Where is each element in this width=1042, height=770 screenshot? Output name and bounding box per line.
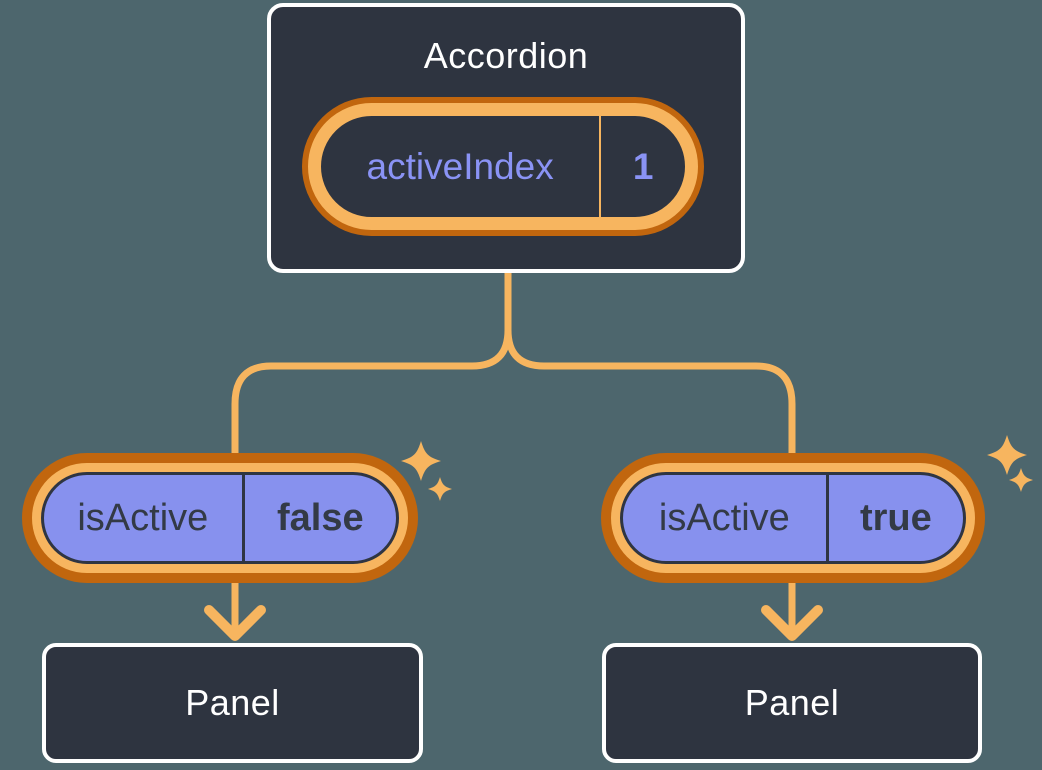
state-pill: activeIndex 1	[308, 103, 698, 230]
panel-box-left: Panel	[42, 643, 423, 763]
panel-title: Panel	[185, 682, 280, 723]
panel-title: Panel	[744, 682, 840, 723]
prop-pill-right: isActive true	[620, 472, 966, 564]
prop-pill-left: isActive false	[41, 472, 399, 564]
state-pill-value: 1	[632, 145, 654, 187]
panel-box-right: Panel	[602, 643, 982, 763]
sparkle-icon	[401, 441, 441, 481]
prop-pill-label: isActive	[623, 475, 829, 561]
state-pill-label: activeIndex	[321, 116, 602, 217]
arrowhead-left-icon	[204, 605, 266, 641]
prop-pill-label: isActive	[44, 475, 245, 561]
sparkle-icon	[1009, 468, 1033, 492]
arrowhead-right-icon	[761, 605, 823, 641]
prop-pill-value: false	[277, 496, 364, 539]
prop-pill-value: true	[859, 496, 932, 539]
wire-root-to-left-child	[231, 272, 512, 630]
wire-root-to-right-child	[504, 272, 796, 630]
accordion-component-box: Accordion activeIndex 1	[267, 3, 745, 273]
component-title: Accordion	[423, 35, 589, 76]
sparkle-icon	[428, 477, 452, 501]
